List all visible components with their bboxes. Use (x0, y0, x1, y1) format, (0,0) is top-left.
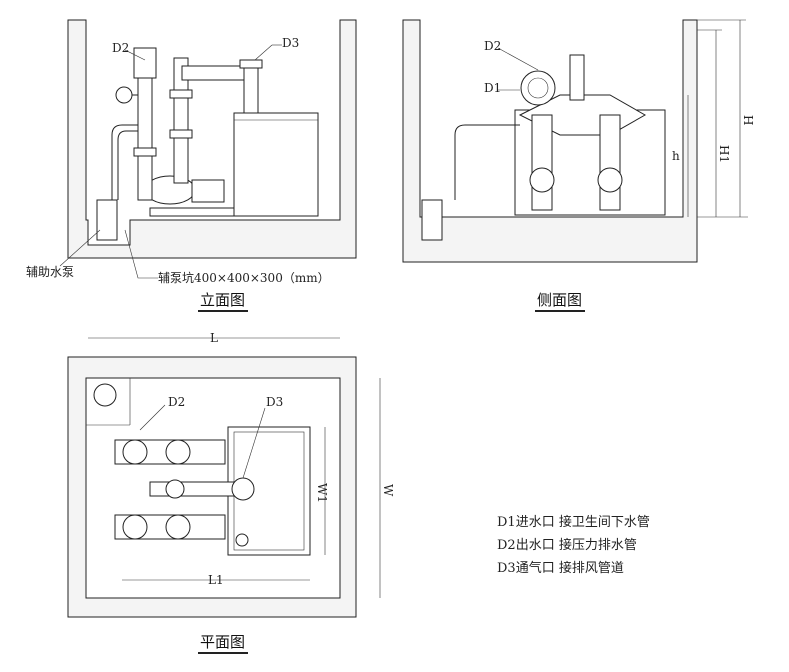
side-view: D2 D1 h H1 H 侧面图 (402, 19, 755, 312)
elevation-label-d3: D3 (282, 36, 299, 50)
aux-pit-label: 辅泵坑400×400×300（mm） (158, 270, 330, 285)
valve-wheel (115, 86, 133, 104)
legend-d1: D1进水口 接卫生间下水管 (497, 514, 650, 530)
elevation-riser-d3 (173, 57, 189, 184)
elevation-base (149, 207, 235, 217)
elevation-tank (233, 112, 319, 217)
legend-d2: D2出水口 接压力排水管 (497, 537, 637, 553)
plan-concrete (67, 356, 357, 618)
elevation-title: 立面图 (200, 291, 245, 309)
plan-dim-W: W (381, 484, 395, 497)
side-label-d2: D2 (484, 39, 501, 53)
elevation-concrete (67, 19, 357, 259)
side-dim-h1: H1 (717, 145, 731, 163)
legend-d3: D3通气口 接排风管道 (497, 560, 624, 576)
elevation-label-d2: D2 (112, 41, 129, 55)
legend: D1进水口 接卫生间下水管 D2出水口 接压力排水管 D3通气口 接排风管道 (497, 514, 650, 576)
plan-view: D2 D3 L W L1 W1 平面图 (67, 331, 395, 654)
plan-label-d3: D3 (266, 395, 283, 409)
side-valve-d1 (520, 70, 556, 106)
plan-label-d2: D2 (168, 395, 185, 409)
plan-vent-d3 (231, 477, 255, 501)
aux-pump-label: 辅助水泵 (26, 265, 74, 279)
side-label-d1: D1 (484, 81, 501, 95)
plan-dim-L1: L1 (208, 573, 224, 587)
elevation-riser-d2 (137, 69, 153, 201)
elevation-view: D2 D3 辅助水泵 辅泵坑400×400×300（mm） 立面图 (26, 19, 357, 312)
aux-pump (96, 199, 118, 241)
plan-dim-L: L (210, 331, 218, 345)
side-dim-h: h (672, 149, 680, 163)
plan-dim-W1: W1 (315, 483, 329, 503)
plan-aux-pump (93, 383, 117, 407)
side-dim-H: H (741, 115, 755, 125)
side-title: 侧面图 (537, 291, 582, 309)
plan-title: 平面图 (200, 633, 245, 651)
